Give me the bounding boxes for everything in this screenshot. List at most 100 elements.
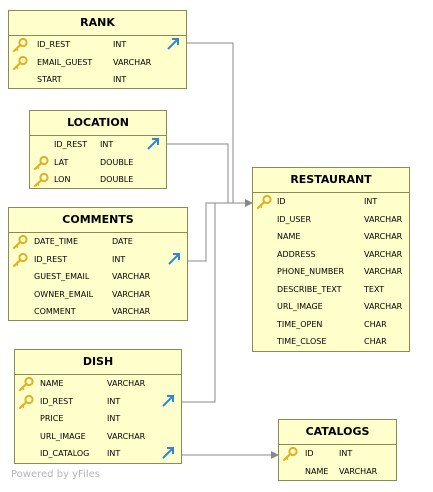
field-name: URL_IMAGE (277, 302, 323, 311)
field-name: ID_REST (40, 396, 74, 406)
field-row[interactable]: ID_REST INT (15, 393, 181, 411)
field-type: VARCHAR (113, 57, 152, 67)
field-name: PRICE (40, 414, 64, 423)
field-type: DOUBLE (100, 157, 134, 167)
foreign-key-link-icon[interactable] (161, 446, 175, 460)
field-name: ID_CATALOG (40, 449, 90, 458)
edge-location-restaurant (167, 143, 252, 204)
field-row[interactable]: NAME VARCHAR (15, 375, 181, 393)
field-type: VARCHAR (364, 214, 403, 224)
key-icon (18, 376, 34, 392)
field-row[interactable]: URL_IMAGE VARCHAR (253, 298, 409, 316)
field-name: TIME_OPEN (277, 319, 323, 329)
field-row[interactable]: ID_USER VARCHAR (253, 211, 409, 229)
field-type: VARCHAR (339, 466, 378, 476)
edge-dish-restaurant (182, 202, 252, 403)
field-name: DATE_TIME (34, 237, 79, 246)
field-type: VARCHAR (112, 272, 151, 281)
field-row[interactable]: ID_CATALOG INT (15, 445, 181, 463)
field-name: ADDRESS (277, 249, 316, 259)
field-type: VARCHAR (107, 379, 146, 388)
table-title: DISH (15, 350, 181, 375)
edge-rank-restaurant (187, 42, 253, 207)
field-name: ID_REST (34, 254, 68, 264)
field-type: INT (113, 75, 127, 84)
field-row[interactable]: DATE_TIME DATE (9, 233, 187, 251)
key-icon (12, 37, 28, 53)
field-type: INT (113, 40, 127, 49)
field-name: URL_IMAGE (40, 431, 86, 441)
field-type: VARCHAR (364, 267, 403, 276)
field-type: INT (100, 140, 114, 149)
field-type: INT (107, 449, 121, 458)
field-row[interactable]: ADDRESS VARCHAR (253, 246, 409, 264)
table-title: LOCATION (30, 111, 166, 136)
foreign-key-link-icon[interactable] (161, 394, 175, 408)
field-name: ID (277, 197, 286, 206)
field-name: NAME (277, 232, 301, 241)
field-type: TEXT (364, 284, 385, 294)
field-type: CHAR (364, 337, 387, 346)
field-name: START (37, 75, 62, 84)
field-type: DATE (112, 237, 133, 246)
field-row[interactable]: URL_IMAGE VARCHAR (15, 428, 181, 446)
field-name: NAME (40, 379, 64, 388)
key-icon (12, 55, 28, 70)
field-type: INT (364, 197, 378, 206)
field-name: ID_USER (277, 214, 312, 224)
field-name: GUEST_EMAIL (34, 272, 90, 281)
field-type: VARCHAR (112, 289, 151, 299)
foreign-key-link-icon[interactable] (146, 137, 160, 151)
key-icon (256, 194, 272, 210)
field-type: INT (107, 396, 121, 406)
field-row[interactable]: START INT (9, 71, 186, 89)
field-row[interactable]: TIME_OPEN CHAR (253, 316, 409, 334)
field-name: NAME (305, 466, 329, 476)
field-row[interactable]: GUEST_EMAIL VARCHAR (9, 268, 187, 286)
foreign-key-link-icon[interactable] (166, 37, 180, 51)
field-type: DOUBLE (100, 175, 134, 184)
field-row[interactable]: NAME VARCHAR (279, 463, 396, 481)
key-icon (33, 155, 49, 170)
foreign-key-link-icon[interactable] (167, 252, 181, 266)
field-type: VARCHAR (364, 302, 403, 311)
key-icon (33, 172, 49, 188)
key-icon (282, 446, 298, 462)
field-row[interactable]: ID_REST INT (9, 36, 186, 54)
field-row[interactable]: PHONE_NUMBER VARCHAR (253, 263, 409, 281)
field-name: ID_REST (37, 40, 71, 49)
field-type: VARCHAR (364, 249, 403, 259)
field-type: CHAR (364, 319, 387, 329)
field-row[interactable]: ID INT (253, 193, 409, 211)
watermark: Powered by yFiles (11, 469, 100, 480)
field-row[interactable]: COMMENT VARCHAR (9, 303, 187, 321)
table-title: COMMENTS (9, 208, 187, 233)
field-row[interactable]: LAT DOUBLE (30, 154, 166, 172)
field-type: VARCHAR (112, 307, 151, 316)
field-type: VARCHAR (107, 431, 146, 441)
key-icon (12, 234, 28, 250)
field-name: PHONE_NUMBER (277, 267, 345, 276)
key-icon (18, 394, 34, 409)
field-name: LAT (54, 157, 69, 167)
field-type: INT (339, 449, 353, 458)
field-name: COMMENT (34, 307, 76, 316)
table-title: CATALOGS (279, 420, 396, 445)
